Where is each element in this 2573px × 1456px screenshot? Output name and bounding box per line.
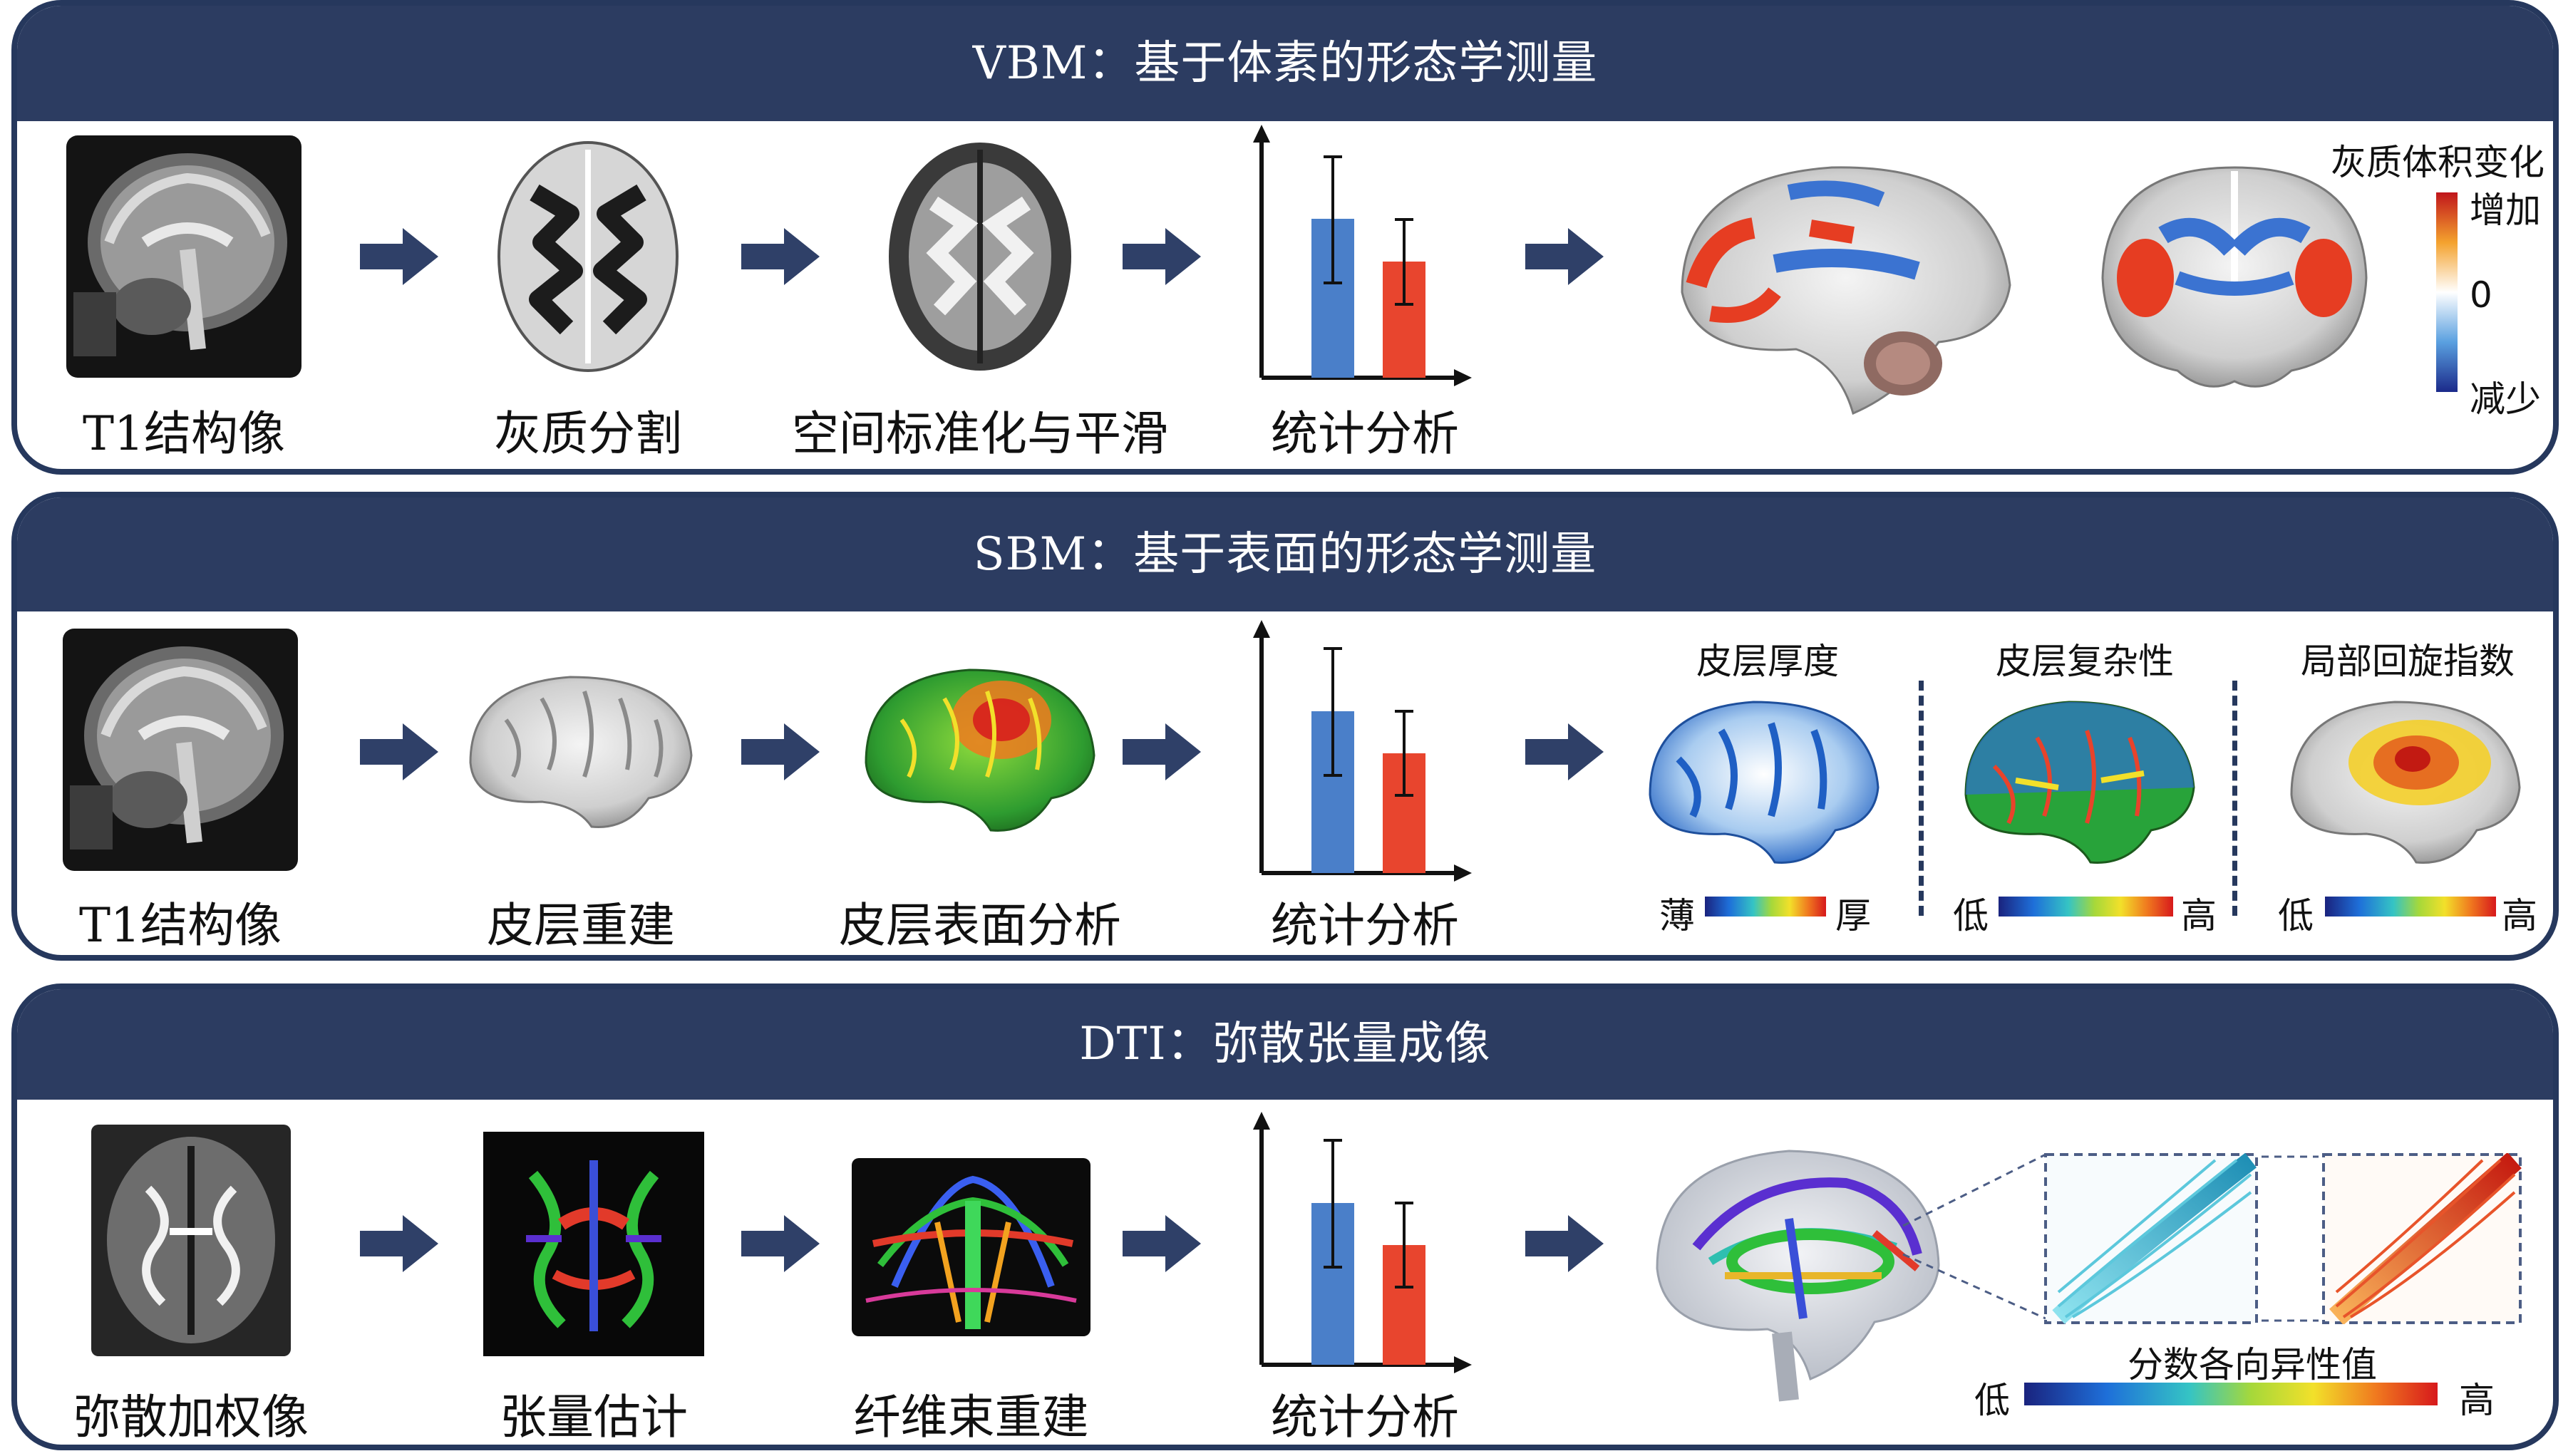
cortical-thickness-map — [1649, 701, 1880, 864]
stats-bar-chart — [1253, 620, 1472, 882]
dti-panel: DTI：弥散张量成像 — [11, 983, 2559, 1450]
map-high-gyrification: 高 — [2502, 895, 2537, 936]
flow-arrow — [1525, 723, 1604, 780]
colorbar-bottom-label: 减少 — [2470, 378, 2541, 420]
flow-arrow — [1123, 723, 1201, 780]
stats-bar-chart — [1253, 1112, 1472, 1373]
flow-arrow — [741, 1215, 820, 1272]
fa-colorbar-low: 低 — [1974, 1380, 2010, 1421]
flow-arrow — [741, 723, 820, 780]
step-label-segmentation: 灰质分割 — [494, 406, 682, 461]
cortical-surface-analysis-image — [865, 668, 1095, 832]
map-low-gyrification: 低 — [2278, 895, 2314, 936]
step-label-stats: 统计分析 — [1271, 898, 1459, 953]
fa-colorbar-high: 高 — [2459, 1380, 2495, 1421]
fiber-zoom-low-fa — [2044, 1153, 2258, 1324]
tractography-image — [852, 1158, 1090, 1336]
map-title-thickness: 皮层厚度 — [1696, 641, 1839, 682]
vbm-coronal-result — [2101, 166, 2368, 388]
tensor-estimation-image — [483, 1132, 704, 1356]
step-label-t1: T1结构像 — [82, 406, 285, 461]
step-label-normalization: 空间标准化与平滑 — [792, 406, 1168, 461]
cortical-reconstruction-image — [469, 676, 693, 828]
map-low-complexity: 低 — [1953, 895, 1989, 936]
zoom-guide-lines — [1902, 1153, 2046, 1320]
fiber-zoom-high-fa — [2322, 1153, 2522, 1324]
colorbar-top-label: 增加 — [2470, 190, 2541, 231]
cortical-complexity-map — [1964, 701, 2195, 864]
flow-arrow — [360, 1215, 438, 1272]
map-high-thickness: 厚 — [1835, 895, 1871, 936]
separator — [1919, 681, 1924, 916]
panel-title: VBM：基于体素的形态学测量 — [17, 6, 2553, 121]
step-label-tractography: 纤维束重建 — [853, 1390, 1089, 1445]
flow-arrow — [1525, 228, 1604, 285]
flow-arrow — [360, 723, 438, 780]
t1-sagittal-image — [66, 135, 301, 378]
map-title-complexity: 皮层复杂性 — [1996, 641, 2174, 682]
fa-colorbar — [2024, 1383, 2438, 1405]
colorbar-title: 灰质体积变化 — [2331, 142, 2544, 183]
map-title-gyrification: 局部回旋指数 — [2301, 641, 2515, 682]
flow-arrow — [1525, 1215, 1604, 1272]
colorbar-mid-label: 0 — [2470, 274, 2492, 316]
step-label-reconstruction: 皮层重建 — [487, 898, 675, 953]
colorbar-gyrification — [2325, 897, 2496, 917]
step-label-stats: 统计分析 — [1271, 406, 1459, 461]
colorbar-gray-matter-change — [2436, 192, 2458, 392]
panel-title: DTI：弥散张量成像 — [17, 989, 2553, 1100]
gray-matter-segmentation-image — [492, 135, 684, 378]
flow-arrow — [741, 228, 820, 285]
gyrification-index-map — [2290, 701, 2521, 864]
vbm-sagittal-result — [1681, 166, 2011, 415]
flow-arrow — [360, 228, 438, 285]
step-label-tensor: 张量估计 — [500, 1390, 688, 1445]
t1-sagittal-image — [63, 629, 298, 871]
glass-brain-tract-result — [1656, 1150, 1940, 1402]
flow-arrow — [1123, 228, 1201, 285]
step-label-t1: T1结构像 — [78, 898, 282, 953]
colorbar-complexity — [1999, 897, 2173, 917]
map-high-complexity: 高 — [2181, 895, 2217, 936]
step-label-surface-analysis: 皮层表面分析 — [839, 898, 1121, 953]
fa-colorbar-title: 分数各向异性值 — [2128, 1344, 2377, 1385]
stats-bar-chart — [1253, 125, 1472, 386]
normalized-brain-image — [884, 139, 1076, 374]
step-label-dwi: 弥散加权像 — [73, 1390, 309, 1445]
zoom-guide-lines — [2262, 1155, 2319, 1322]
panel-title: SBM：基于表面的形态学测量 — [17, 497, 2553, 611]
map-low-thickness: 薄 — [1659, 895, 1695, 936]
flow-arrow — [1123, 1215, 1201, 1272]
separator — [2232, 681, 2237, 916]
colorbar-thickness — [1705, 897, 1826, 917]
diffusion-weighted-image — [91, 1125, 291, 1356]
step-label-stats: 统计分析 — [1271, 1390, 1459, 1445]
